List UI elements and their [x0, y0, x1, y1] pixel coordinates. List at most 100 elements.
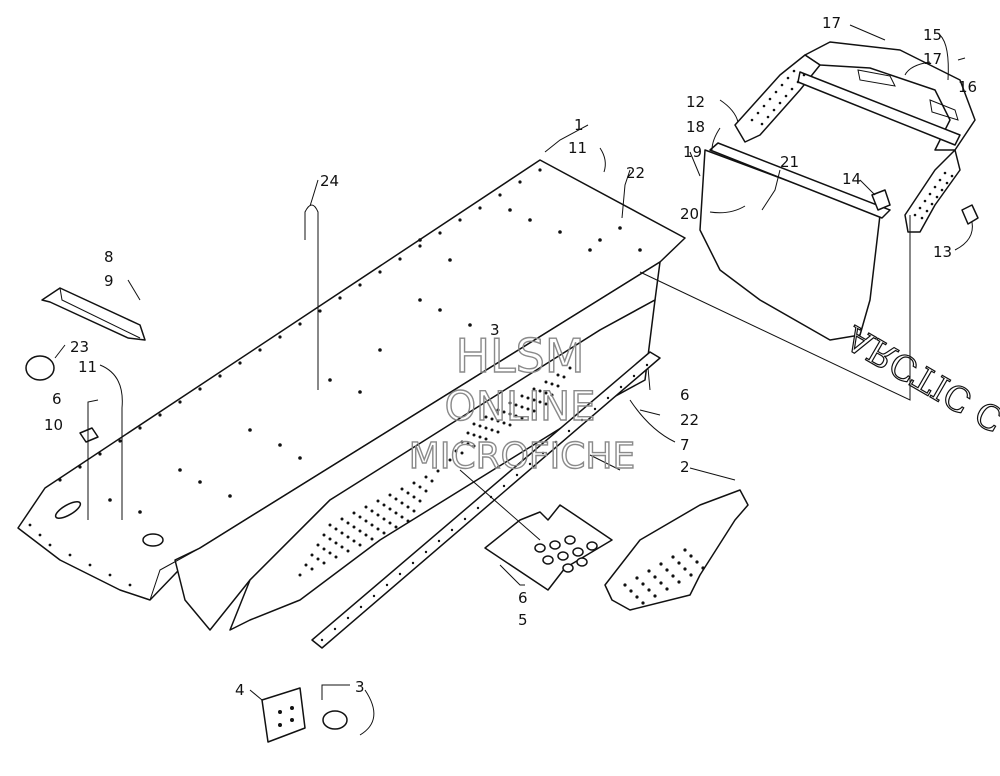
- rivet-hole: [424, 489, 428, 493]
- rivet-hole: [340, 517, 344, 521]
- rivet-hole: [406, 491, 410, 495]
- rivet-hole: [298, 456, 302, 460]
- rivet-hole: [653, 575, 657, 579]
- rivet-hole: [544, 391, 548, 395]
- callout-21: 21: [780, 153, 799, 171]
- rivet-hole: [778, 101, 782, 105]
- rivet-hole: [418, 485, 422, 489]
- rivet-hole: [108, 573, 112, 577]
- rivet-hole: [400, 487, 404, 491]
- rivet-hole: [496, 430, 500, 434]
- rivet-hole: [394, 525, 398, 529]
- rivet-hole: [918, 206, 922, 210]
- rivet-hole: [762, 104, 766, 108]
- rivet-hole: [683, 567, 687, 571]
- rivet-hole: [478, 424, 482, 428]
- rivet-hole: [346, 535, 350, 539]
- rivet-hole: [400, 515, 404, 519]
- washer: [322, 710, 348, 730]
- rivet-hole: [394, 511, 398, 515]
- rivet-hole: [472, 444, 476, 448]
- rivet-hole: [328, 523, 332, 527]
- rivet-hole: [520, 416, 524, 420]
- rivet-hole: [653, 594, 657, 598]
- rivet-hole: [567, 429, 571, 433]
- callout-12: 12: [686, 93, 705, 111]
- rivet-hole: [498, 193, 502, 197]
- rivet-hole: [372, 594, 376, 598]
- callout-3: 3: [490, 321, 500, 339]
- rivet-hole: [118, 439, 122, 443]
- rivet-hole: [466, 431, 470, 435]
- rivet-hole: [647, 588, 651, 592]
- rivet-hole: [128, 583, 132, 587]
- rivet-hole: [352, 539, 356, 543]
- bumper-bar: [804, 41, 976, 151]
- rivet-hole: [406, 519, 410, 523]
- side-rail-assembly: [229, 299, 661, 649]
- rivet-hole: [198, 480, 202, 484]
- rivet-hole: [88, 563, 92, 567]
- rivet-hole: [333, 627, 337, 631]
- rivet-hole: [677, 561, 681, 565]
- callout-19: 19: [683, 143, 702, 161]
- footrest-hole: [557, 551, 569, 561]
- rivet-hole: [520, 405, 524, 409]
- rivet-hole: [28, 523, 32, 527]
- rivet-hole: [358, 283, 362, 287]
- rivet-hole: [635, 595, 639, 599]
- rivet-hole: [68, 553, 72, 557]
- rivet-hole: [178, 400, 182, 404]
- rivet-hole: [502, 484, 506, 488]
- rivet-hole: [568, 366, 572, 370]
- bumper-right-arm: [904, 149, 961, 233]
- callout-11: 11: [568, 139, 587, 157]
- rivet-hole: [750, 118, 754, 122]
- rivet-hole: [515, 473, 519, 477]
- rivet-hole: [346, 616, 350, 620]
- rivet-hole: [338, 296, 342, 300]
- rivet-hole: [538, 389, 542, 393]
- tunnel-slot: [54, 501, 82, 519]
- rivet-hole: [370, 509, 374, 513]
- angle-bracket-fold: [59, 287, 141, 339]
- rivet-hole: [158, 413, 162, 417]
- rivet-hole: [463, 517, 467, 521]
- plate-hole: [290, 706, 294, 710]
- rivet-hole: [930, 202, 934, 206]
- footrest-hole: [562, 563, 574, 573]
- rivet-hole: [928, 192, 932, 196]
- rivet-hole: [496, 408, 500, 412]
- rivet-hole: [388, 507, 392, 511]
- rivet-hole: [340, 531, 344, 535]
- footrest-holes: [534, 535, 598, 573]
- rivet-hole: [526, 396, 530, 400]
- rivet-hole: [328, 551, 332, 555]
- rivet-hole: [772, 108, 776, 112]
- rivet-hole: [766, 115, 770, 119]
- rivet-hole: [472, 433, 476, 437]
- bracket-holes: [623, 548, 705, 605]
- rivet-hole: [689, 554, 693, 558]
- snow-flap-assembly: ARCTIC CAT: [699, 142, 1000, 463]
- rivet-hole: [278, 335, 282, 339]
- rivet-hole: [933, 185, 937, 189]
- rivet-hole: [588, 248, 592, 252]
- rivet-hole: [138, 510, 142, 514]
- rivet-hole: [376, 513, 380, 517]
- rivet-hole: [502, 410, 506, 414]
- plate-hole: [290, 718, 294, 722]
- rivet-hole: [526, 407, 530, 411]
- rivet-hole: [508, 208, 512, 212]
- rivet-hole: [328, 378, 332, 382]
- rivet-hole: [378, 270, 382, 274]
- rivet-hole: [316, 557, 320, 561]
- rivet-hole: [925, 209, 929, 213]
- rivet-hole: [484, 415, 488, 419]
- rivet-hole: [437, 539, 441, 543]
- rivet-hole: [490, 417, 494, 421]
- callout-24: 24: [320, 172, 339, 190]
- callout-20: 20: [680, 205, 699, 223]
- plate-hole: [278, 710, 282, 714]
- rivet-hole: [641, 582, 645, 586]
